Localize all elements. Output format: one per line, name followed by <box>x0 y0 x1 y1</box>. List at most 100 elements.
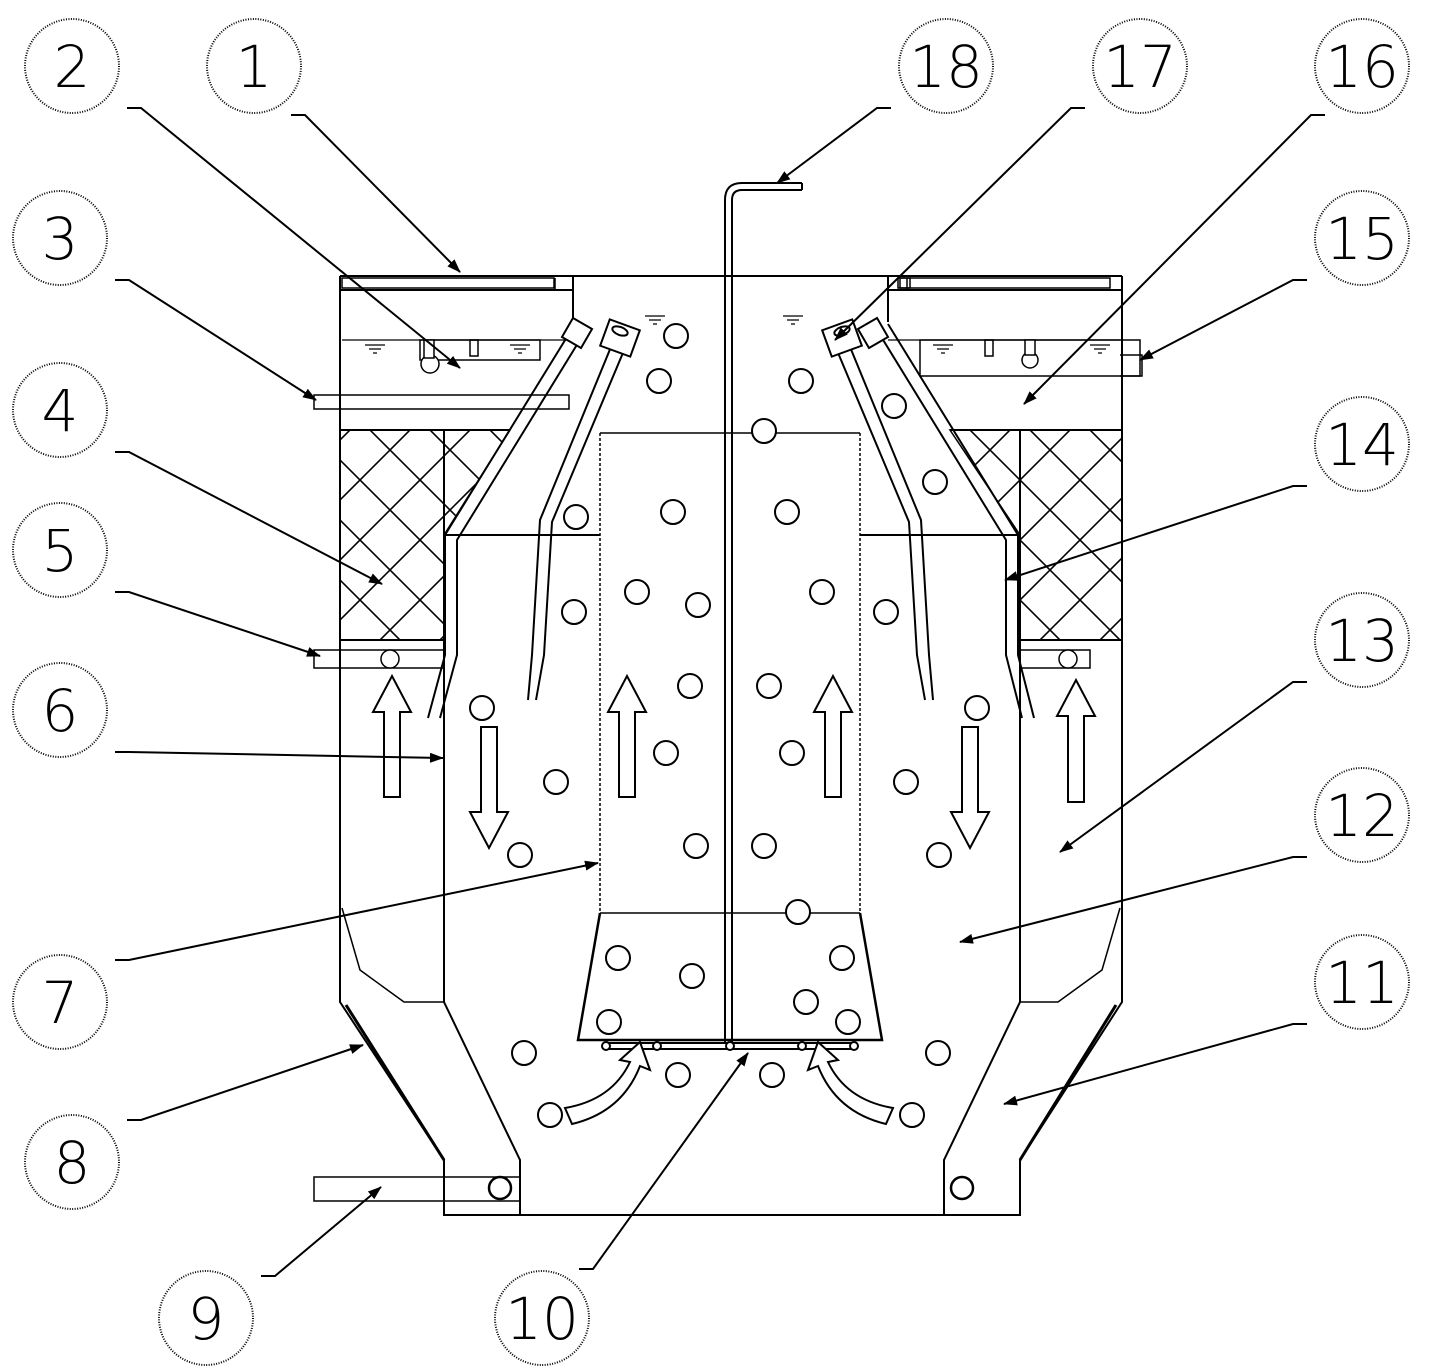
bubble <box>563 504 589 530</box>
callout-1: 1 <box>206 18 302 114</box>
callout-circle <box>1314 934 1410 1030</box>
bubble <box>677 673 703 699</box>
sludge-return-pipes <box>427 316 1035 719</box>
flow-arrow-up <box>1055 677 1097 803</box>
bubble <box>751 833 777 859</box>
bubble <box>779 740 805 766</box>
leader-c6 <box>115 751 444 763</box>
callout-16: 16 <box>1314 18 1410 114</box>
leader-c12 <box>959 856 1307 944</box>
callout-number: 2 <box>54 33 91 101</box>
bubble <box>679 963 705 989</box>
callout-12: 12 <box>1314 767 1410 863</box>
bubble <box>663 323 689 349</box>
bubble <box>926 842 952 868</box>
bubble <box>785 899 811 925</box>
bubble <box>537 1102 563 1128</box>
bubble <box>660 499 686 525</box>
bubble <box>653 740 679 766</box>
callout-number: 6 <box>42 677 79 745</box>
callout-number: 18 <box>909 33 983 101</box>
leader-c14 <box>1004 485 1307 581</box>
callout-circle <box>24 18 120 114</box>
callout-9: 9 <box>158 1270 254 1366</box>
central-air-pipe <box>724 182 803 1043</box>
sludge-deflectors <box>341 907 1121 1161</box>
callout-number: 12 <box>1325 782 1399 850</box>
bubble <box>759 1062 785 1088</box>
callout-4: 4 <box>12 362 108 458</box>
callout-circle <box>12 190 108 286</box>
leader-c5 <box>115 591 321 657</box>
callout-number: 17 <box>1103 33 1177 101</box>
bubble <box>561 599 587 625</box>
bubble <box>774 499 800 525</box>
callout-7: 7 <box>12 954 108 1050</box>
bubble <box>756 673 782 699</box>
leader-lines <box>115 107 1325 1277</box>
leader-c15 <box>1139 279 1307 361</box>
leader-c10 <box>579 1052 749 1270</box>
callout-number: 3 <box>42 205 79 273</box>
callout-number: 14 <box>1325 411 1399 479</box>
callout-circle <box>1314 592 1410 688</box>
bubble <box>543 769 569 795</box>
leader-c9 <box>261 1186 382 1277</box>
bubble <box>605 945 631 971</box>
callout-number: 10 <box>505 1285 579 1353</box>
callout-17: 17 <box>1092 18 1188 114</box>
leader-c8 <box>127 1044 364 1121</box>
callout-circle <box>1314 767 1410 863</box>
callout-circle <box>24 1114 120 1210</box>
callout-6: 6 <box>12 662 108 758</box>
callout-13: 13 <box>1314 592 1410 688</box>
callout-number: 5 <box>42 517 79 585</box>
bubble <box>809 579 835 605</box>
bubble <box>685 592 711 618</box>
flow-arrow-down <box>468 726 510 851</box>
callout-circle <box>1314 190 1410 286</box>
callout-number: 15 <box>1325 205 1399 273</box>
bubble <box>596 1009 622 1035</box>
callout-number: 13 <box>1325 607 1399 675</box>
callout-number: 7 <box>42 969 79 1037</box>
bubble <box>665 1062 691 1088</box>
callout-circle <box>12 362 108 458</box>
leader-c11 <box>1003 1023 1307 1106</box>
callout-5: 5 <box>12 502 108 598</box>
leader-c17 <box>834 107 1085 341</box>
flow-arrow-down <box>949 726 991 851</box>
callout-number: 16 <box>1325 33 1399 101</box>
bubble <box>835 1009 861 1035</box>
top-cover-plate <box>341 277 1111 290</box>
flow-arrow-up <box>371 673 413 798</box>
callout-circle <box>158 1270 254 1366</box>
packing-left <box>339 429 445 641</box>
flow-arrows <box>371 673 1097 851</box>
callout-number: 4 <box>42 377 79 445</box>
callout-circle <box>12 502 108 598</box>
callout-3: 3 <box>12 190 108 286</box>
callout-18: 18 <box>898 18 994 114</box>
bubble <box>873 599 899 625</box>
callout-circle <box>12 662 108 758</box>
callout-circle <box>1314 396 1410 492</box>
leader-c18 <box>776 107 891 184</box>
curved-inflow-arrows <box>563 1040 895 1126</box>
air-bubbles <box>469 323 990 1128</box>
bubble <box>788 368 814 394</box>
bubble <box>925 1040 951 1066</box>
callout-15: 15 <box>1314 190 1410 286</box>
callout-circle <box>898 18 994 114</box>
leader-c1 <box>291 114 461 273</box>
leader-c2 <box>127 107 461 369</box>
draft-tube <box>576 432 884 1042</box>
bubble <box>511 1040 537 1066</box>
callout-number: 1 <box>236 33 273 101</box>
bubble <box>469 695 495 721</box>
bubble <box>899 1102 925 1128</box>
bubble <box>881 393 907 419</box>
callout-11: 11 <box>1314 934 1410 1030</box>
